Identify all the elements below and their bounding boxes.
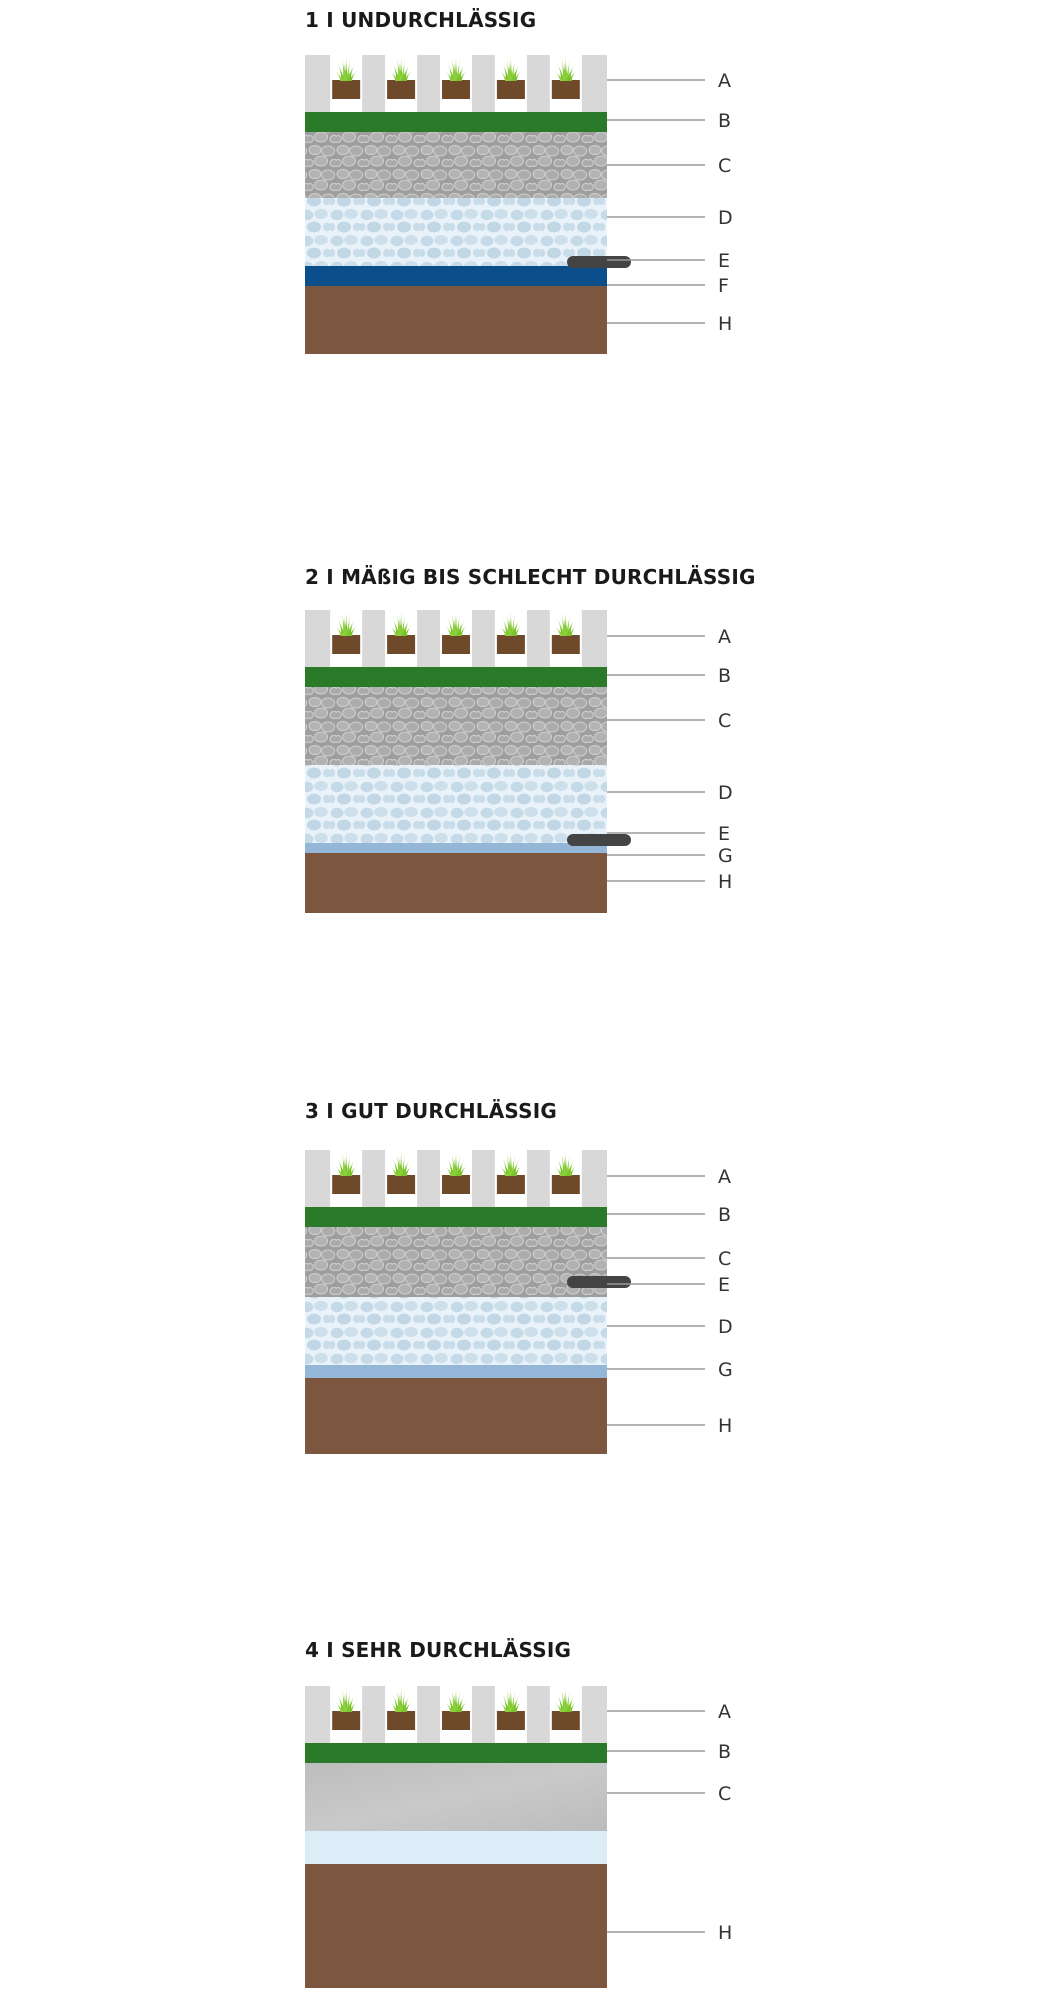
soil-cell (496, 1175, 525, 1194)
cross-section-4: ABC H (305, 1686, 732, 1988)
section-title: 3 I GUT DURCHLÄSSIG (305, 1099, 557, 1123)
soil-cell (442, 1175, 470, 1194)
layer-band (305, 1378, 607, 1454)
soil-cell (387, 635, 416, 654)
soil-cell (332, 1175, 361, 1194)
layer-label: G (718, 845, 733, 867)
layer-band (305, 843, 607, 853)
layer-label: G (718, 1359, 733, 1381)
layer-label: D (718, 1316, 733, 1338)
grass-icon (499, 1688, 522, 1712)
soil-cell (387, 1175, 416, 1194)
soil-cell (442, 1711, 470, 1730)
soil-cell (332, 1711, 361, 1730)
grass-icon (554, 1688, 577, 1712)
soil-cell (387, 80, 416, 99)
layer-label: H (718, 1922, 732, 1944)
soil-cell (551, 635, 580, 654)
soil-cell (442, 80, 470, 99)
grass-icon (445, 1152, 467, 1176)
grass-icon (335, 612, 358, 636)
grass-icon (335, 1152, 358, 1176)
grass-icon (499, 612, 522, 636)
layer-label: E (718, 823, 730, 845)
layer-label: B (718, 665, 731, 687)
grass-icon (445, 612, 467, 636)
layer-label: D (718, 782, 733, 804)
grass-icon (335, 57, 358, 81)
layer-label: H (718, 871, 732, 893)
layer-label: A (718, 626, 731, 648)
grass-icon (390, 1152, 413, 1176)
layer-label: B (718, 110, 731, 132)
section-title: 2 I MÄßIG BIS SCHLECHT DURCHLÄSSIG (305, 565, 756, 589)
layer-label: C (718, 1783, 731, 1805)
soil-cell (387, 1711, 416, 1730)
layer-label: F (718, 275, 729, 297)
layer-band (305, 1227, 607, 1297)
grass-icon (445, 1688, 467, 1712)
layer-label: B (718, 1741, 731, 1763)
layer-band (305, 1207, 607, 1227)
grass-icon (335, 1688, 358, 1712)
section-title: 1 I UNDURCHLÄSSIG (305, 8, 537, 32)
layer-label: A (718, 1166, 731, 1188)
drain-pipe (567, 256, 631, 268)
layer-band (305, 1743, 607, 1763)
layer-band (305, 1763, 607, 1831)
layer-band (305, 112, 607, 132)
soil-cell (496, 1711, 525, 1730)
layer-band (305, 132, 607, 198)
grass-icon (390, 57, 413, 81)
layer-label: C (718, 155, 731, 177)
layer-band (305, 687, 607, 765)
layer-label: E (718, 250, 730, 272)
soil-cell (551, 1175, 580, 1194)
layer-band (305, 266, 607, 286)
layer-label: H (718, 313, 732, 335)
layer-label: E (718, 1274, 730, 1296)
layer-band (305, 667, 607, 687)
layer-band (305, 1297, 607, 1365)
layer-band (305, 1365, 607, 1378)
grass-icon (445, 57, 467, 81)
layer-band (305, 198, 607, 266)
soil-cell (332, 635, 361, 654)
soil-cell (496, 635, 525, 654)
grass-icon (499, 1152, 522, 1176)
layer-label: A (718, 1701, 731, 1723)
layer-band (305, 1831, 607, 1864)
grass-icon (499, 57, 522, 81)
layer-label: B (718, 1204, 731, 1226)
layer-band (305, 286, 607, 354)
soil-cell (551, 1711, 580, 1730)
layer-label: C (718, 710, 731, 732)
drain-pipe (567, 834, 631, 846)
layer-band (305, 1864, 607, 1988)
layer-label: C (718, 1248, 731, 1270)
grass-icon (554, 57, 577, 81)
soil-cell (332, 80, 361, 99)
layer-label: A (718, 70, 731, 92)
grass-icon (554, 612, 577, 636)
layer-label: H (718, 1415, 732, 1437)
layer-band (305, 853, 607, 913)
grass-icon (390, 612, 413, 636)
soil-cell (442, 635, 470, 654)
layer-label: D (718, 207, 733, 229)
section-title: 4 I SEHR DURCHLÄSSIG (305, 1638, 572, 1662)
drain-pipe (567, 1276, 631, 1288)
grass-icon (554, 1152, 577, 1176)
soil-cell (551, 80, 580, 99)
layer-band (305, 765, 607, 843)
grass-icon (390, 1688, 413, 1712)
soil-cell (496, 80, 525, 99)
